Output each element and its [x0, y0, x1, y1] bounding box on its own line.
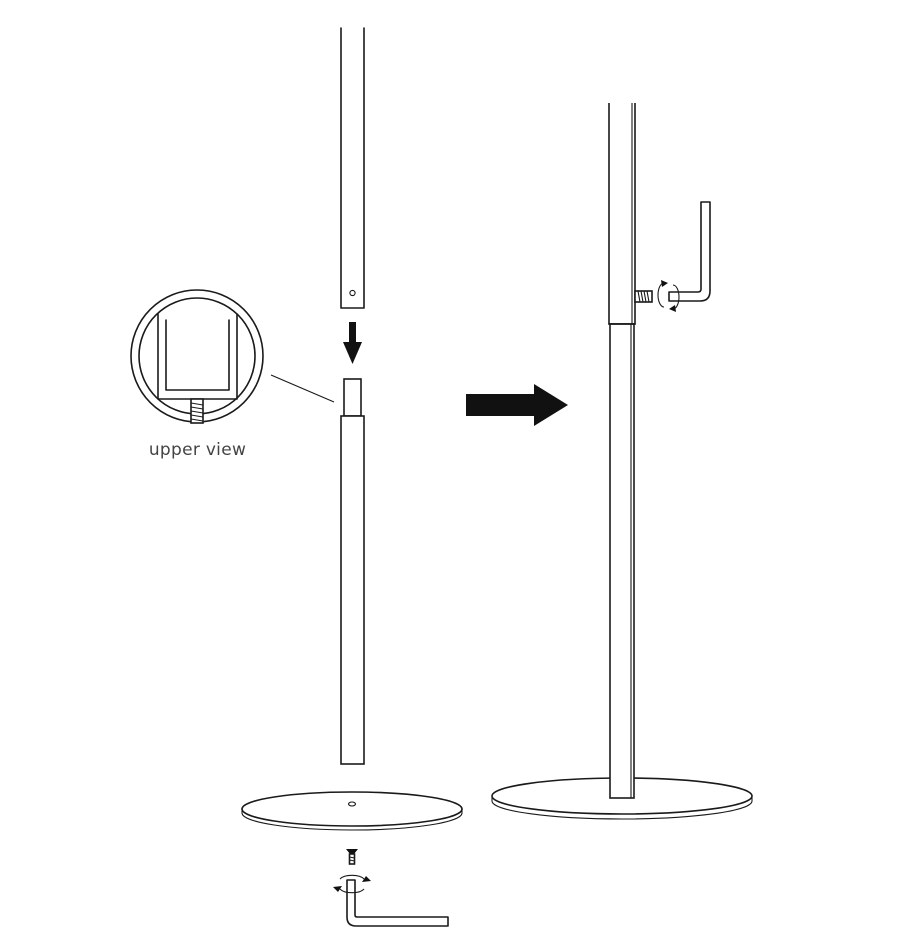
arrow-down-icon	[343, 322, 362, 364]
hex-key-icon	[668, 201, 711, 302]
detail-caption: upper view	[148, 440, 247, 460]
assembled-view	[491, 103, 753, 820]
screw-icon	[634, 290, 653, 303]
screw-icon	[346, 849, 358, 865]
lower-pole	[340, 378, 365, 765]
detail-leader-line	[270, 374, 335, 403]
screw-icon	[190, 398, 204, 424]
rotate-icon	[657, 280, 680, 312]
hex-key-icon	[346, 879, 449, 927]
base-disc	[241, 791, 463, 831]
assembled-lower-pole	[608, 323, 636, 799]
upper-pole	[340, 27, 365, 309]
assembled-upper-pole	[608, 103, 636, 325]
exploded-view	[130, 27, 463, 927]
detail-circle	[130, 289, 264, 424]
rotate-icon	[333, 874, 371, 894]
arrow-right-icon	[466, 384, 568, 426]
